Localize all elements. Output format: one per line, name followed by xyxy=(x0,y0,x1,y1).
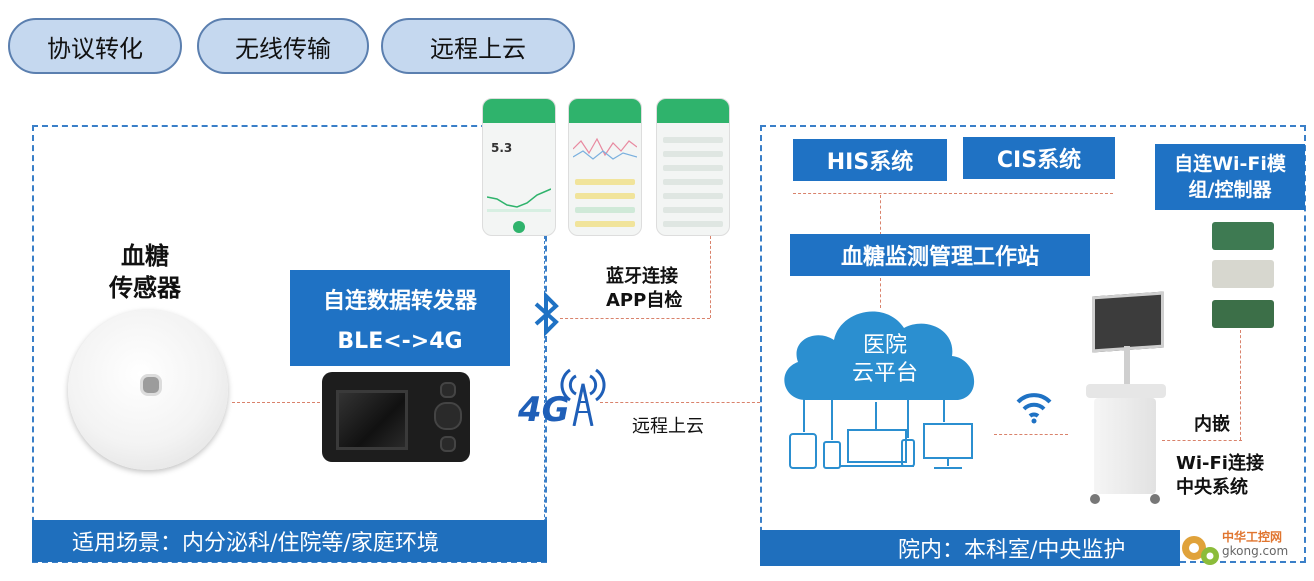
right-scenario-bar: 院内：本科室/中央监护 xyxy=(760,530,1180,566)
sensor-label-line1: 血糖 xyxy=(121,241,169,270)
phone-screen-2 xyxy=(568,98,642,236)
bluetooth-icon xyxy=(534,291,559,337)
trend-chart-icon xyxy=(487,188,551,212)
bluetooth-label-line1: 蓝牙连接 xyxy=(606,266,678,287)
cloud-label-line1: 医院 xyxy=(862,333,907,358)
wifi-module-image-2 xyxy=(1212,260,1274,288)
app-screenshots: 5.3 xyxy=(478,96,748,238)
cloud-label-line2: 云平台 xyxy=(851,361,918,386)
medical-cart-image xyxy=(1080,290,1170,510)
bluetooth-label-line2: APP自检 xyxy=(606,290,683,311)
watermark-line1: 中华工控网 xyxy=(1222,530,1283,544)
tab-label: 协议转化 xyxy=(47,34,143,63)
cis-system-label: CIS系统 xyxy=(996,148,1082,173)
wifi-module-line1: 自连Wi-Fi模 xyxy=(1174,153,1286,175)
wifi-module-image-3 xyxy=(1212,300,1274,328)
his-system-box: HIS系统 xyxy=(793,139,947,181)
forwarder-box: 自连数据转发器 BLE<->4G xyxy=(290,270,510,366)
forwarder-device-image xyxy=(322,372,470,462)
wifi-icon xyxy=(1016,393,1052,424)
cloud-icon xyxy=(784,311,975,400)
forwarder-title: 自连数据转发器 xyxy=(322,287,477,314)
glucose-sensor-image xyxy=(68,310,228,470)
wifi-connect-label: Wi-Fi连接 中央系统 xyxy=(1176,452,1264,500)
watermark-text: 中华工控网 gkong.com xyxy=(1222,530,1288,558)
systems-line xyxy=(793,193,1113,194)
wifi-connect-line2: 中央系统 xyxy=(1176,477,1248,498)
glucose-reading: 5.3 xyxy=(491,141,513,155)
cloud-to-cart-line xyxy=(994,434,1068,435)
cloud-upload-label: 远程上云 xyxy=(632,416,704,437)
tab-label: 远程上云 xyxy=(430,34,526,63)
his-system-label: HIS系统 xyxy=(826,150,914,175)
tab-remote-cloud[interactable]: 远程上云 xyxy=(381,18,575,74)
watermark-line2: gkong.com xyxy=(1222,544,1289,558)
bluetooth-line xyxy=(560,318,710,319)
sensor-label-line2: 传感器 xyxy=(109,273,181,302)
embedded-label: 内嵌 xyxy=(1194,414,1230,435)
wifi-module-line2: 组/控制器 xyxy=(1188,179,1272,201)
tab-wireless-transmission[interactable]: 无线传输 xyxy=(197,18,369,74)
wifi-connect-line1: Wi-Fi连接 xyxy=(1176,453,1264,474)
left-scenario-bar: 适用场景：内分泌科/住院等/家庭环境 xyxy=(32,520,547,562)
connected-devices-icon xyxy=(789,392,973,469)
left-scenario-text: 适用场景：内分泌科/住院等/家庭环境 xyxy=(72,531,439,556)
sensor-label: 血糖 传感器 xyxy=(100,240,190,304)
network-badge: 4G xyxy=(518,390,570,430)
tab-protocol-conversion[interactable]: 协议转化 xyxy=(8,18,182,74)
left-panel xyxy=(32,125,547,563)
module-to-cart-line xyxy=(1240,330,1241,440)
wifi-module-image-1 xyxy=(1212,222,1274,250)
forwarder-protocol: BLE<->4G xyxy=(337,328,463,354)
systems-to-workstation-line xyxy=(880,195,881,235)
workstation-label: 血糖监测管理工作站 xyxy=(840,244,1039,270)
signal-tower-icon xyxy=(560,368,606,426)
workstation-to-cloud-line xyxy=(880,278,881,308)
sensor-to-device-line xyxy=(232,402,320,403)
app-link-line xyxy=(710,236,711,318)
line-chart-icon xyxy=(573,137,637,160)
bluetooth-label: 蓝牙连接 APP自检 xyxy=(606,265,682,313)
phone-screen-1: 5.3 xyxy=(482,98,556,236)
cloud-upload-line xyxy=(600,402,760,403)
tab-label: 无线传输 xyxy=(235,34,331,63)
cloud-label: 医院 云平台 xyxy=(840,332,930,388)
gear-logo-icon xyxy=(1182,536,1219,565)
cis-system-box: CIS系统 xyxy=(963,137,1115,179)
phone-screen-3 xyxy=(656,98,730,236)
wifi-module-box: 自连Wi-Fi模 组/控制器 xyxy=(1155,144,1305,210)
workstation-box: 血糖监测管理工作站 xyxy=(790,234,1090,276)
left-panel-divider xyxy=(544,236,545,562)
embedded-line xyxy=(1162,440,1242,441)
right-scenario-text: 院内：本科室/中央监护 xyxy=(898,538,1126,563)
